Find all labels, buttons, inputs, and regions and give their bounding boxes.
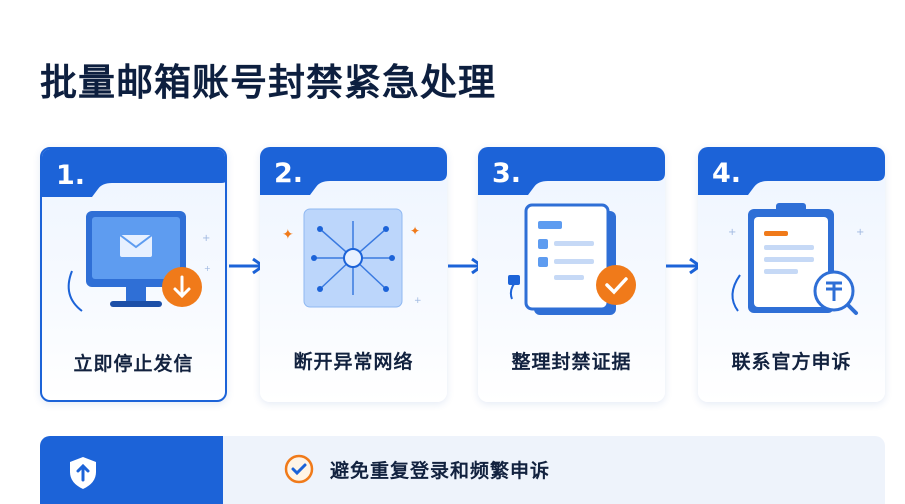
svg-text:+: + <box>202 233 210 244</box>
step-card-1[interactable]: 1. + + 立即停止发信 <box>40 147 227 402</box>
step-card-2[interactable]: 2. ✦ ✦ + 断开异常网络 <box>260 147 447 402</box>
step-tab-3 <box>478 147 665 195</box>
svg-text:+: + <box>204 264 211 273</box>
step-card-4[interactable]: 4. + + 联系官方申诉 <box>698 147 885 402</box>
step-tab-2 <box>260 147 447 195</box>
tip-banner: 避免重复登录和频繁申诉 <box>40 436 885 504</box>
step-label-2: 断开异常网络 <box>293 351 414 373</box>
step-label-3: 整理封禁证据 <box>511 351 632 373</box>
shield-up-arrow-icon <box>70 457 96 489</box>
step-label-1: 立即停止发信 <box>73 353 194 375</box>
network-disconnect-icon: ✦ ✦ + <box>260 199 447 339</box>
svg-text:+: + <box>728 227 736 238</box>
banner-text: 避免重复登录和频繁申诉 <box>330 460 551 482</box>
step-card-3[interactable]: 3. 整理封禁证据 <box>478 147 665 402</box>
svg-text:+: + <box>856 227 864 238</box>
step-number-1: 1. <box>56 160 86 191</box>
step-tab-1 <box>42 149 225 197</box>
step-number-3: 3. <box>492 158 522 189</box>
clipboard-currency-icon: + + <box>698 199 885 339</box>
page-title: 批量邮箱账号封禁紧急处理 <box>40 61 496 104</box>
monitor-mail-download-icon: + + <box>42 201 225 341</box>
svg-text:✦: ✦ <box>282 227 294 243</box>
step-tab-4 <box>698 147 885 195</box>
check-circle-icon <box>284 454 314 484</box>
svg-text:+: + <box>414 296 422 306</box>
svg-text:✦: ✦ <box>410 224 420 238</box>
step-label-4: 联系官方申诉 <box>731 351 852 373</box>
document-check-icon <box>478 199 665 339</box>
step-number-2: 2. <box>274 158 304 189</box>
step-number-4: 4. <box>712 158 742 189</box>
